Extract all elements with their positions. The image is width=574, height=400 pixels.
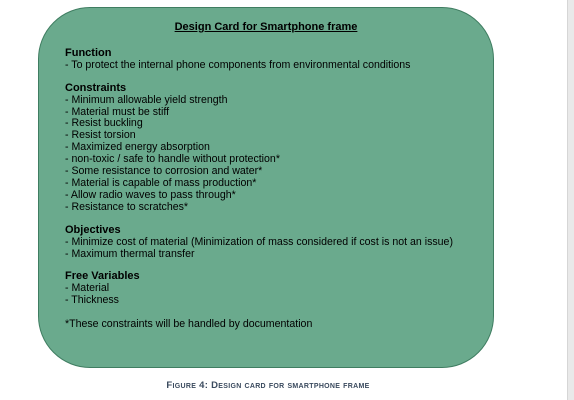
- constraint-item: - Maximized energy absorption: [65, 141, 210, 154]
- constraint-item: - Resistance to scratches*: [65, 200, 189, 213]
- documentation-note: *These constraints will be handled by do…: [65, 318, 313, 331]
- figure-caption: Figure 4: Design card for smartphone fra…: [166, 380, 370, 391]
- constraint-item: - Material must be stiff: [65, 105, 170, 118]
- constraint-item: - Resist buckling: [65, 117, 143, 130]
- design-card: Design Card for Smartphone frame Functio…: [38, 7, 494, 368]
- constraint-item: - Material is capable of mass production…: [65, 176, 257, 189]
- function-heading: Function: [65, 46, 112, 59]
- constraint-item: - Some resistance to corrosion and water…: [65, 165, 263, 178]
- objectives-section: Objectives - Minimize cost of material (…: [65, 223, 473, 261]
- objective-item: - Minimize cost of material (Minimizatio…: [65, 235, 453, 248]
- objective-item: - Maximum thermal transfer: [65, 247, 195, 260]
- function-item: - To protect the internal phone componen…: [65, 58, 411, 71]
- constraint-item: - non-toxic / safe to handle without pro…: [65, 153, 280, 166]
- constraint-item: - Resist torsion: [65, 129, 136, 142]
- constraints-section: Constraints - Minimum allowable yield st…: [65, 81, 473, 214]
- card-title: Design Card for Smartphone frame: [174, 21, 358, 33]
- free-variable-item: - Material: [65, 282, 110, 295]
- constraints-heading: Constraints: [65, 81, 127, 94]
- function-section: Function - To protect the internal phone…: [65, 46, 473, 72]
- free-variables-section: Free Variables - Material - Thickness: [65, 271, 473, 307]
- page-edge-scrollbar: [567, 0, 574, 400]
- constraint-item: - Minimum allowable yield strength: [65, 93, 228, 106]
- free-variable-item: - Thickness: [65, 294, 119, 307]
- objectives-heading: Objectives: [65, 223, 121, 236]
- constraint-item: - Allow radio waves to pass through*: [65, 188, 236, 201]
- free-variables-heading: Free Variables: [65, 270, 140, 283]
